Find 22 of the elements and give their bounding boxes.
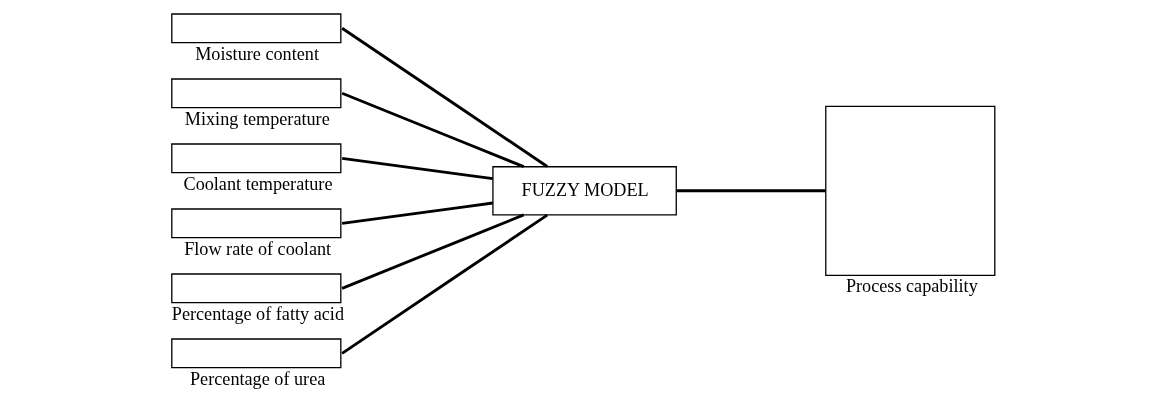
connector xyxy=(341,201,493,225)
connector xyxy=(341,213,524,290)
connector xyxy=(341,91,524,168)
connector xyxy=(340,27,548,168)
node-box xyxy=(170,143,341,174)
node-label: Percentage of fatty acid xyxy=(171,303,344,324)
node-box xyxy=(170,13,341,44)
node-label: Process capability xyxy=(845,276,978,297)
connector xyxy=(341,156,493,180)
node-label: Percentage of urea xyxy=(189,368,325,389)
node-box xyxy=(170,208,341,239)
node-label: Flow rate of coolant xyxy=(183,238,331,259)
node-label: Mixing temperature xyxy=(184,108,330,129)
node-box: FUZZY MODEL xyxy=(491,166,677,216)
node-label: Coolant temperature xyxy=(183,173,332,194)
node-box xyxy=(170,338,341,369)
node-box xyxy=(170,78,341,109)
node-box xyxy=(170,273,341,304)
node-box xyxy=(824,105,995,276)
connector xyxy=(676,189,826,193)
node-label: Moisture content xyxy=(194,43,319,64)
connector xyxy=(340,213,548,355)
